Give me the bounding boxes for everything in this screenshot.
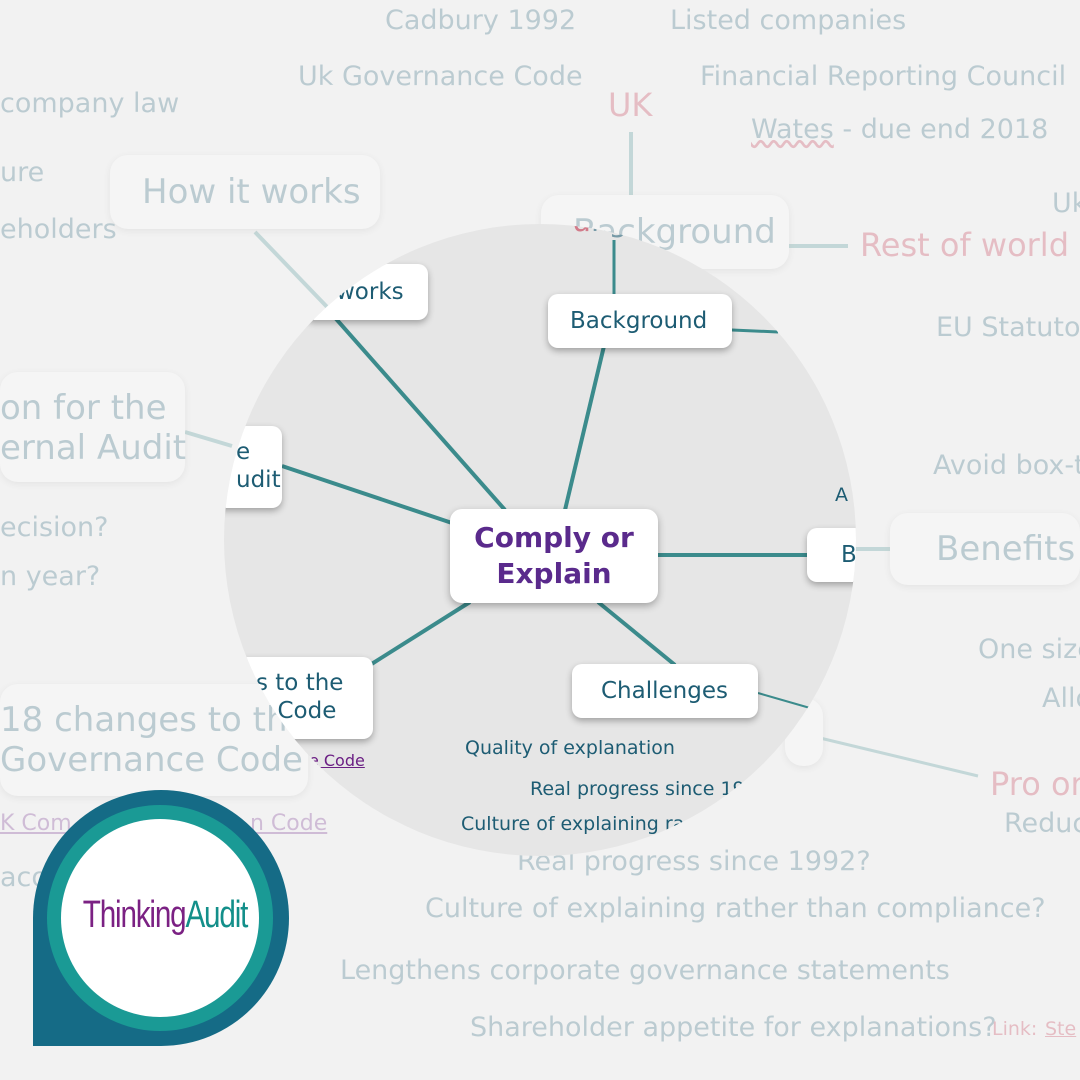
logo-word-thinking: Thinking [82, 894, 187, 936]
bg-text-eu-statutory: EU Statutor [936, 312, 1080, 343]
bg-text-one-size: One size [978, 634, 1080, 665]
bg-text-uk-right: Uk [1052, 188, 1080, 219]
leaf-real-progress: Real progress since 19 [530, 778, 745, 800]
magnifier-lens: ukground works Background e udit Comply … [224, 224, 856, 856]
bg-text-uk-code: Uk Governance Code [298, 61, 583, 92]
logo-wordmark: ThinkingAudit [82, 890, 249, 940]
node-how-it-works[interactable]: works [304, 264, 428, 320]
leaf-culture: Culture of explaining ra [461, 813, 685, 835]
node-changes-code[interactable]: s to the e Code [228, 657, 373, 739]
bg-text-allo: Allo [1042, 683, 1080, 714]
lens-content: ukground works Background e udit Comply … [224, 224, 856, 856]
bg-node-benefits: Benefits [890, 513, 1080, 585]
leaf-benefits-fragment: A [835, 484, 848, 506]
central-topic[interactable]: Comply or Explain [450, 509, 658, 603]
bg-text-shareholder-appetite: Shareholder appetite for explanations? [470, 1012, 997, 1043]
bg-text-wates-rest: - due end 2018 [833, 114, 1049, 145]
bg-text-cadbury: Cadbury 1992 [385, 5, 577, 36]
bg-text-avoid-box: Avoid box-t [933, 450, 1080, 481]
connector-changes [368, 600, 472, 667]
bg-text-link-label: Link: [992, 1018, 1038, 1040]
mindmap-connectors [281, 240, 811, 709]
bg-text-company-law: company law [0, 88, 180, 119]
bg-text-eholders: eholders [0, 214, 117, 245]
node-changes-line2: e Code [256, 698, 337, 724]
bg-text-lengthens: Lengthens corporate governance statement… [340, 955, 950, 986]
bg-text-ecision: ecision? [0, 512, 109, 543]
bg-text-culture: Culture of explaining rather than compli… [425, 893, 1046, 924]
connector-background-rest [731, 328, 779, 334]
bg-node-changes-line2: Governance Code [0, 740, 303, 780]
central-topic-line2: Explain [496, 557, 612, 590]
bg-text-frc: Financial Reporting Council [700, 61, 1067, 92]
node-challenges[interactable]: Challenges [572, 664, 758, 718]
node-internal-audit-line2: udit [236, 467, 281, 493]
bg-text-uk: UK [608, 86, 653, 124]
connector-challenges-out [757, 692, 811, 709]
logo-disc [61, 819, 259, 1017]
bg-node-how-it-works: How it works [110, 155, 380, 229]
bg-text-pro-or: Pro or [990, 765, 1080, 803]
connector-challenges [596, 600, 677, 667]
bg-text-ure: ure [0, 157, 45, 188]
bg-text-rest-of-world: Rest of world [860, 226, 1069, 264]
connector-background [563, 345, 606, 511]
lens-partial-background: ukground [572, 224, 715, 239]
node-background[interactable]: Background [548, 294, 732, 348]
bg-text-wates-name: Wates [751, 114, 834, 145]
bg-text-listed: Listed companies [670, 5, 907, 36]
bg-text-reduc: Reduc [1004, 808, 1080, 839]
leaf-quality: Quality of explanation [465, 737, 675, 759]
bg-text-wates: Wates - due end 2018 [751, 114, 1048, 145]
bg-node-option-internal-audit: on for the ernal Audit [0, 372, 187, 482]
connector-how-it-works [328, 310, 507, 512]
bg-text-link-value: Ste [1045, 1018, 1077, 1040]
node-benefits[interactable]: B [807, 528, 856, 582]
central-topic-line1: Comply or [474, 521, 634, 554]
bg-text-n-year: n year? [0, 561, 101, 592]
bg-text-k-com: K Com [0, 811, 72, 836]
node-internal-audit[interactable]: e udit [224, 426, 282, 508]
connector-internal-audit [281, 464, 453, 525]
bg-node-option-line1: on for the [0, 388, 167, 428]
node-changes-line1: s to the [256, 670, 344, 696]
logo-word-audit: Audit [185, 894, 248, 936]
node-internal-audit-line1: e [236, 439, 251, 465]
bg-node-option-line2: ernal Audit [0, 428, 187, 468]
bg-text-n-code: n Code [250, 811, 328, 836]
code-link[interactable]: nce Code [290, 751, 365, 770]
